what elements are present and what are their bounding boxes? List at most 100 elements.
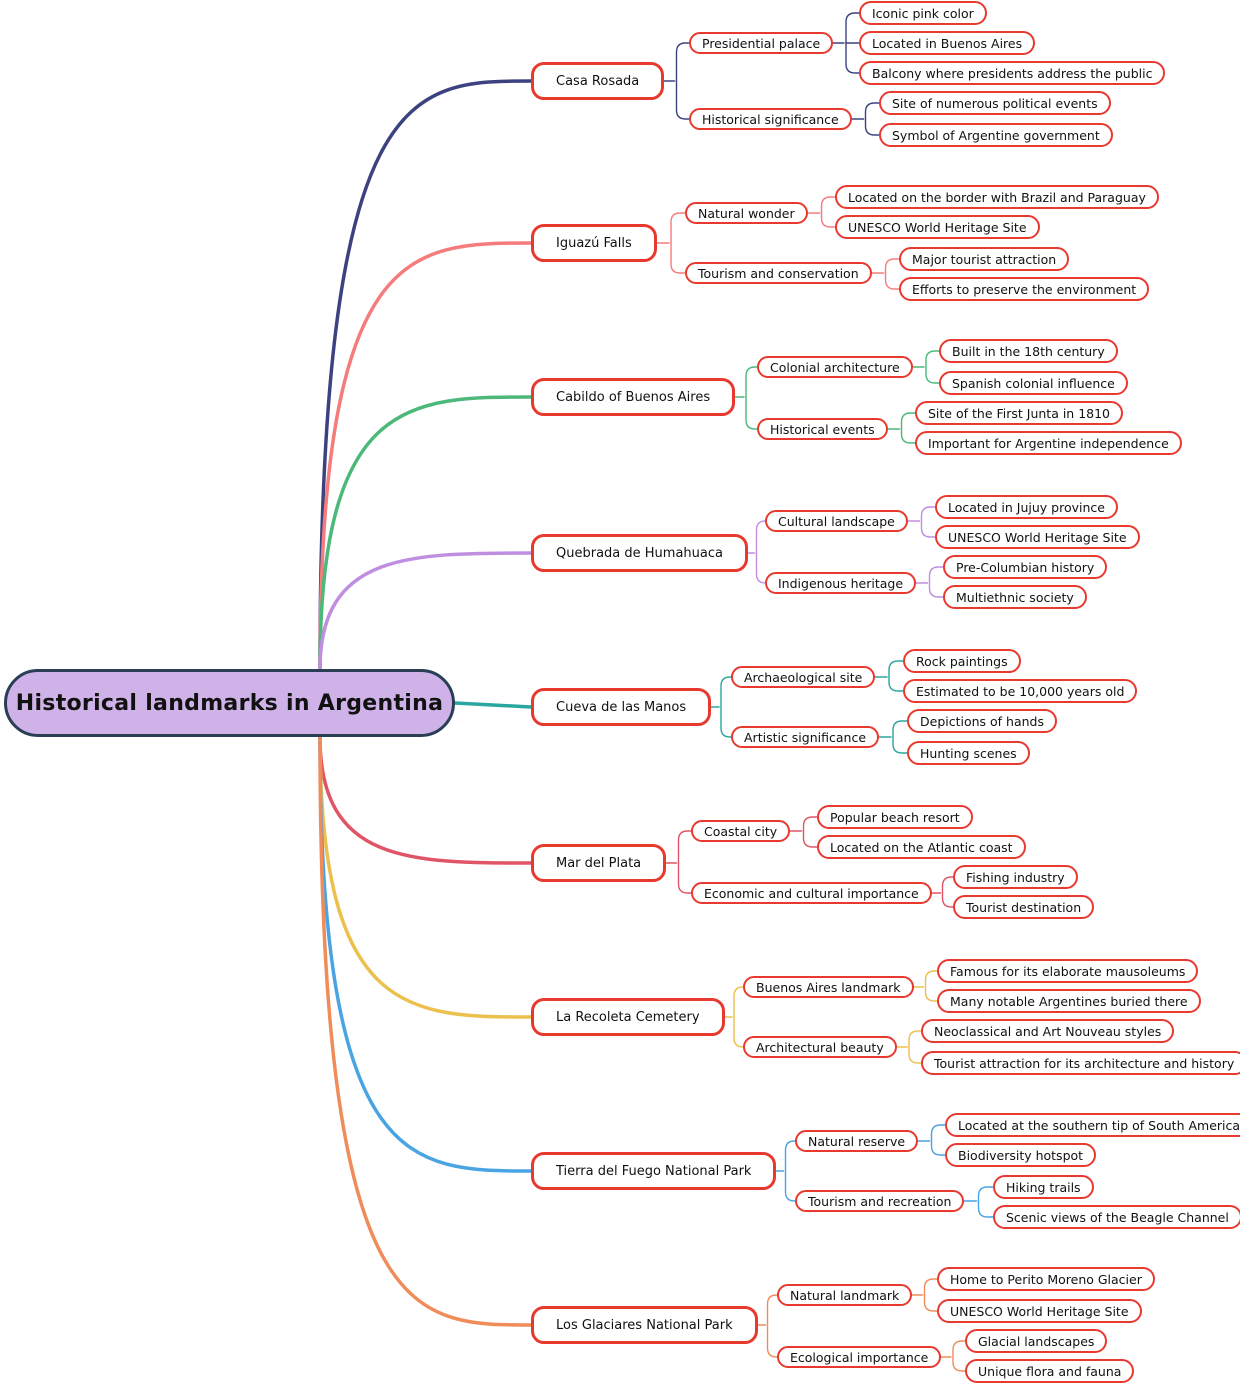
subtopic-cultural-landscape[interactable]: Cultural landscape <box>765 510 908 532</box>
topic-quebrada-de-humahuaca[interactable]: Quebrada de Humahuaca <box>531 534 748 572</box>
connector-branch-7-link-0 <box>784 1140 796 1172</box>
detail-iconic-pink-color[interactable]: Iconic pink color <box>859 1 987 25</box>
detail-balcony-where-presidents-address-the-public[interactable]: Balcony where presidents address the pub… <box>859 61 1166 85</box>
detail-spanish-colonial-influence[interactable]: Spanish colonial influence <box>939 371 1128 395</box>
connector-branch-1-link-0 <box>670 212 686 244</box>
connector-root-branch-6 <box>318 735 533 1019</box>
connector-branch-6-0-link-0 <box>924 970 938 988</box>
subtopic-archaeological-site[interactable]: Archaeological site <box>731 666 876 688</box>
detail-scenic-views-of-the-beagle-channel[interactable]: Scenic views of the Beagle Channel <box>993 1205 1240 1229</box>
detail-multiethnic-society[interactable]: Multiethnic society <box>943 585 1087 609</box>
connector-branch-0-0-link-0 <box>845 12 860 44</box>
subtopic-tourism-and-conservation[interactable]: Tourism and conservation <box>685 262 872 284</box>
connector-root-branch-0 <box>318 79 533 671</box>
connector-branch-1-1-link-1 <box>884 272 900 290</box>
subtopic-indigenous-heritage[interactable]: Indigenous heritage <box>765 572 917 594</box>
root-topic[interactable]: Historical landmarks in Argentina <box>4 669 455 737</box>
subtopic-architectural-beauty[interactable]: Architectural beauty <box>743 1036 897 1058</box>
connector-branch-1-0-link-0 <box>820 196 836 214</box>
detail-important-for-argentine-independence[interactable]: Important for Argentine independence <box>915 431 1182 455</box>
subtopic-coastal-city[interactable]: Coastal city <box>691 820 791 842</box>
connector-branch-7-link-1 <box>784 1170 796 1202</box>
detail-unesco-world-heritage-site[interactable]: UNESCO World Heritage Site <box>937 1299 1142 1323</box>
connector-root-branch-3 <box>318 551 533 671</box>
topic-mar-del-plata[interactable]: Mar del Plata <box>531 844 667 882</box>
subtopic-colonial-architecture[interactable]: Colonial architecture <box>757 356 913 378</box>
connector-branch-3-1-link-0 <box>928 566 944 584</box>
subtopic-natural-wonder[interactable]: Natural wonder <box>685 202 808 224</box>
subtopic-natural-landmark[interactable]: Natural landmark <box>777 1284 913 1306</box>
topic-cueva-de-las-manos[interactable]: Cueva de las Manos <box>531 688 712 726</box>
detail-estimated-to-be-10-000-years-old[interactable]: Estimated to be 10,000 years old <box>903 679 1138 703</box>
subtopic-buenos-aires-landmark[interactable]: Buenos Aires landmark <box>743 976 914 998</box>
detail-famous-for-its-elaborate-mausoleums[interactable]: Famous for its elaborate mausoleums <box>937 959 1199 983</box>
topic-los-glaciares-national-park[interactable]: Los Glaciares National Park <box>531 1306 758 1344</box>
detail-located-at-the-southern-tip-of-south-america[interactable]: Located at the southern tip of South Ame… <box>945 1113 1240 1137</box>
subtopic-artistic-significance[interactable]: Artistic significance <box>731 726 880 748</box>
connector-root-branch-1 <box>318 241 533 671</box>
topic-casa-rosada[interactable]: Casa Rosada <box>531 62 665 100</box>
connector-root-branch-5 <box>318 735 533 865</box>
detail-located-in-jujuy-province[interactable]: Located in Jujuy province <box>935 495 1118 519</box>
detail-biodiversity-hotspot[interactable]: Biodiversity hotspot <box>945 1143 1097 1167</box>
detail-pre-columbian-history[interactable]: Pre-Columbian history <box>943 555 1108 579</box>
connector-branch-4-link-1 <box>720 706 732 738</box>
connector-root-branch-4 <box>453 701 533 709</box>
connector-branch-8-link-1 <box>766 1324 778 1358</box>
connector-branch-2-link-0 <box>745 366 758 398</box>
connector-branch-2-1-link-0 <box>900 412 916 430</box>
detail-site-of-numerous-political-events[interactable]: Site of numerous political events <box>879 91 1111 115</box>
connector-branch-0-0-link-2 <box>845 42 860 74</box>
topic-iguazu-falls[interactable]: Iguazú Falls <box>531 224 657 262</box>
subtopic-ecological-importance[interactable]: Ecological importance <box>777 1346 942 1368</box>
detail-hunting-scenes[interactable]: Hunting scenes <box>907 741 1030 765</box>
subtopic-historical-events[interactable]: Historical events <box>757 418 888 440</box>
detail-home-to-perito-moreno-glacier[interactable]: Home to Perito Moreno Glacier <box>937 1267 1155 1291</box>
detail-glacial-landscapes[interactable]: Glacial landscapes <box>965 1329 1108 1353</box>
connector-branch-8-0-link-1 <box>923 1294 938 1312</box>
detail-efforts-to-preserve-the-environment[interactable]: Efforts to preserve the environment <box>899 277 1150 301</box>
detail-many-notable-argentines-buried-there[interactable]: Many notable Argentines buried there <box>937 989 1201 1013</box>
connector-branch-0-1-link-0 <box>864 102 880 120</box>
detail-rock-paintings[interactable]: Rock paintings <box>903 649 1021 673</box>
detail-located-on-the-atlantic-coast[interactable]: Located on the Atlantic coast <box>817 835 1026 859</box>
detail-unique-flora-and-fauna[interactable]: Unique flora and fauna <box>965 1359 1135 1383</box>
detail-depictions-of-hands[interactable]: Depictions of hands <box>907 709 1057 733</box>
detail-built-in-the-18th-century[interactable]: Built in the 18th century <box>939 339 1118 363</box>
connector-branch-7-1-link-1 <box>977 1200 994 1218</box>
detail-site-of-the-first-junta-in-1810[interactable]: Site of the First Junta in 1810 <box>915 401 1124 425</box>
connector-branch-1-link-1 <box>670 242 686 274</box>
detail-tourist-attraction-for-its-architecture-and-history[interactable]: Tourist attraction for its architecture … <box>921 1051 1240 1075</box>
connector-branch-8-link-0 <box>766 1294 778 1326</box>
detail-symbol-of-argentine-government[interactable]: Symbol of Argentine government <box>879 123 1113 147</box>
connector-branch-5-1-link-1 <box>941 892 954 908</box>
topic-tierra-del-fuego-national-park[interactable]: Tierra del Fuego National Park <box>531 1152 777 1190</box>
connector-branch-6-1-link-1 <box>908 1046 922 1064</box>
detail-fishing-industry[interactable]: Fishing industry <box>953 865 1078 889</box>
topic-cabildo-of-buenos-aires[interactable]: Cabildo of Buenos Aires <box>531 378 736 416</box>
detail-tourist-destination[interactable]: Tourist destination <box>953 895 1095 919</box>
connector-branch-5-link-1 <box>677 862 692 894</box>
connector-branch-8-1-link-1 <box>952 1356 966 1372</box>
subtopic-tourism-and-recreation[interactable]: Tourism and recreation <box>795 1190 965 1212</box>
detail-hiking-trails[interactable]: Hiking trails <box>993 1175 1094 1199</box>
connector-branch-5-1-link-0 <box>941 876 954 894</box>
subtopic-economic-and-cultural-importance[interactable]: Economic and cultural importance <box>691 882 932 904</box>
connector-branch-3-0-link-0 <box>920 506 936 522</box>
detail-located-in-buenos-aires[interactable]: Located in Buenos Aires <box>859 31 1036 55</box>
detail-located-on-the-border-with-brazil-and-paraguay[interactable]: Located on the border with Brazil and Pa… <box>835 185 1159 209</box>
connector-root-branch-2 <box>318 395 533 671</box>
subtopic-natural-reserve[interactable]: Natural reserve <box>795 1130 919 1152</box>
connector-branch-4-1-link-0 <box>892 720 908 738</box>
detail-popular-beach-resort[interactable]: Popular beach resort <box>817 805 973 829</box>
connector-root-branch-7 <box>318 735 533 1173</box>
topic-la-recoleta-cemetery[interactable]: La Recoleta Cemetery <box>531 998 725 1036</box>
subtopic-historical-significance[interactable]: Historical significance <box>689 108 852 130</box>
subtopic-presidential-palace[interactable]: Presidential palace <box>689 32 834 54</box>
detail-unesco-world-heritage-site[interactable]: UNESCO World Heritage Site <box>835 215 1040 239</box>
detail-neoclassical-and-art-nouveau-styles[interactable]: Neoclassical and Art Nouveau styles <box>921 1019 1175 1043</box>
detail-major-tourist-attraction[interactable]: Major tourist attraction <box>899 247 1070 271</box>
detail-unesco-world-heritage-site[interactable]: UNESCO World Heritage Site <box>935 525 1140 549</box>
connector-branch-2-link-1 <box>745 396 758 430</box>
connector-branch-3-link-0 <box>755 520 766 554</box>
